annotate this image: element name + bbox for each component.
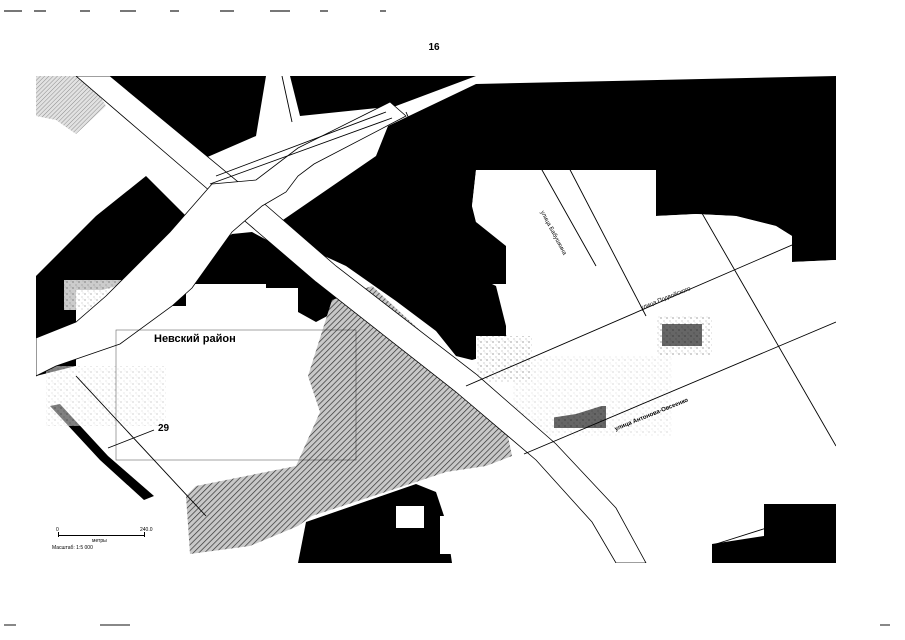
cadastral-map: Невский район 29 улица Бабушкина улица П… [36,76,836,563]
scale-bar: 0 240.0 метры Масштаб: 1:5 000 [52,527,162,559]
object-number-label: 29 [158,423,170,434]
district-label: Невский район [154,333,236,345]
scale-bar-tick-start [58,532,59,537]
page-number: 16 [428,42,440,53]
scale-ratio-label: Масштаб: 1:5 000 [52,545,93,551]
scale-end-label: 240.0 [140,527,153,533]
scale-bar-tick-end [144,532,145,537]
built-blocks [36,76,836,563]
scale-bar-line [58,535,144,536]
cadastral-lines [75,76,836,545]
map-canvas [36,76,836,563]
scan-noise-top [4,10,386,12]
scan-noise-bottom [4,624,890,626]
scale-units-label: метры [92,538,107,544]
scale-start-label: 0 [56,527,59,533]
roads [36,76,647,563]
